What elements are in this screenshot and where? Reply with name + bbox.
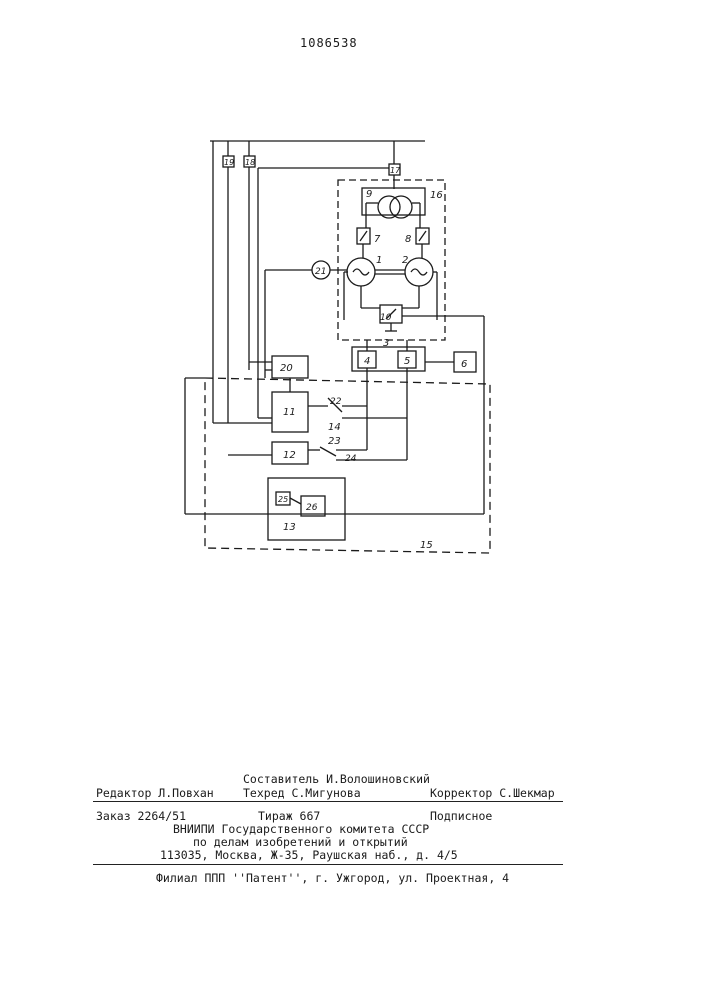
subscription: Подписное — [430, 809, 492, 823]
committee: по делам изобретений и открытий — [193, 835, 408, 849]
corrector: Корректор С.Шекмар — [430, 786, 555, 800]
branch: Филиал ППП ''Патент'', г. Ужгород, ул. П… — [156, 871, 509, 885]
institute: ВНИИПИ Государственного комитета СССР — [173, 822, 429, 836]
compiler: Составитель И.Волошиновский — [243, 772, 430, 786]
rule-bottom — [93, 864, 563, 865]
editor: Редактор Л.Повхан — [96, 786, 214, 800]
rule-top — [93, 801, 563, 802]
circulation: Тираж 667 — [258, 809, 320, 823]
address: 113035, Москва, Ж-35, Раушская наб., д. … — [160, 848, 458, 862]
order: Заказ 2264/51 — [96, 809, 186, 823]
techred: Техред С.Мигунова — [243, 786, 361, 800]
